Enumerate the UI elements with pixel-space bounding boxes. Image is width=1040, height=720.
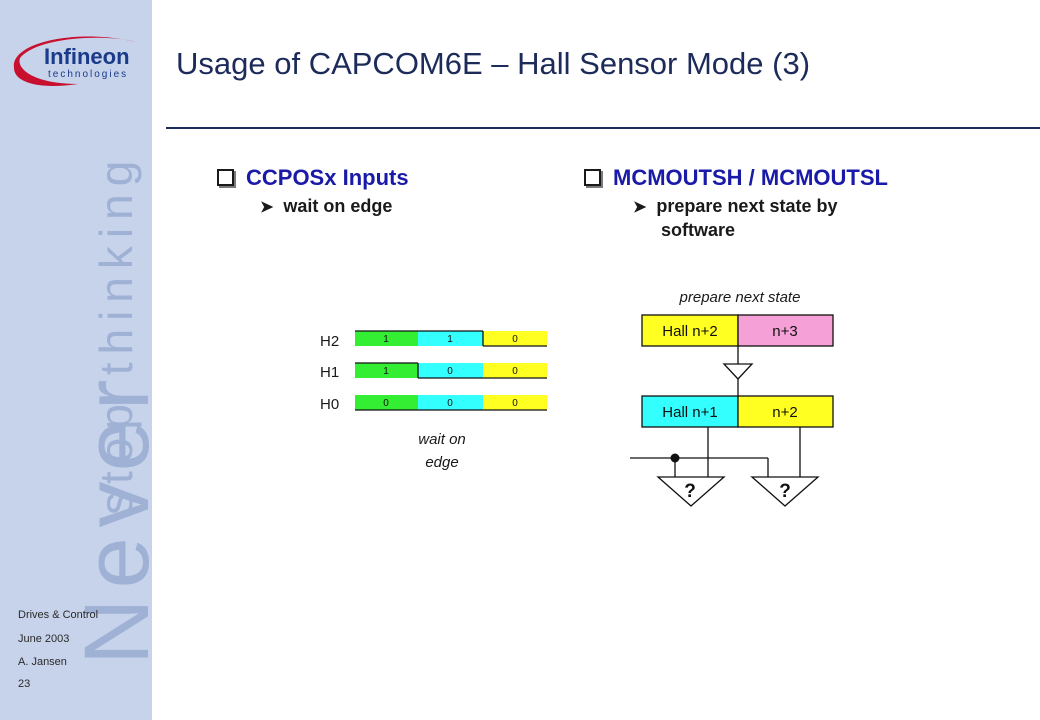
comparator-2-label: ? (779, 481, 791, 502)
bullet-mcmout-text: MCMOUTSH / MCMOUTSL (613, 165, 888, 190)
logo-main-text: Infineon (44, 44, 130, 69)
logo-sub-text: technologies (48, 69, 128, 80)
comparator-1-label: ? (684, 481, 696, 502)
comparator-2-icon (750, 476, 820, 507)
author-label: A. Jansen (18, 656, 67, 668)
sub-prepare-line2: software (661, 220, 736, 240)
h2-value-1: 1 (383, 334, 389, 345)
page-number: 23 (18, 678, 31, 690)
h1-value-1: 1 (383, 366, 389, 377)
h2-value-2: 1 (447, 334, 453, 345)
date-label: June 2003 (18, 633, 70, 645)
state-caption: prepare next state (679, 289, 801, 306)
register-bottom-right-label: n+2 (772, 404, 797, 421)
checkbox-bullet-icon (584, 169, 601, 186)
slogan-watermark: Never stop thinking (66, 153, 152, 665)
h0-segment-3 (483, 395, 547, 410)
title-divider (166, 127, 1040, 129)
register-top-right-label: n+3 (772, 323, 797, 340)
timing-diagram: H2 H1 H0 1 1 0 1 0 0 0 0 0 wait on edge (320, 330, 547, 471)
bullet-ccposx-text: CCPOSx Inputs (246, 165, 409, 190)
state-diagram: prepare next state Hall n+2 n+3 Hall n+1… (630, 289, 834, 507)
infineon-logo: Infineon technologies (13, 36, 136, 87)
h0-segment-2 (418, 395, 483, 410)
timing-caption-line1: wait on (418, 431, 466, 448)
h1-segment-3 (483, 363, 547, 378)
bullet-mcmout: MCMOUTSH / MCMOUTSL (584, 165, 888, 191)
sub-wait-on-edge-text: wait on edge (283, 196, 393, 216)
transfer-buffer-icon (722, 363, 754, 380)
sub-prepare-next-state: ➤ prepare next state by (633, 196, 837, 217)
signal-label-h2: H2 (320, 333, 339, 350)
h1-value-3: 0 (512, 366, 518, 377)
register-bottom-right (737, 395, 834, 428)
signal-label-h1: H1 (320, 364, 339, 381)
arrow-bullet-icon: ➤ (633, 199, 647, 216)
sub-wait-on-edge: ➤ wait on edge (260, 196, 392, 217)
department-label: Drives & Control (18, 609, 99, 621)
h1-segment-2 (418, 363, 483, 378)
slogan-stop-thinking: stop thinking (90, 153, 142, 515)
timing-caption-line2: edge (425, 454, 458, 471)
arrow-bullet-icon: ➤ (260, 199, 274, 216)
h0-segment-1 (355, 395, 418, 410)
sidebar: Never stop thinking Infineon technologie… (0, 0, 152, 720)
h1-value-2: 0 (447, 366, 453, 377)
sub-prepare-line1: prepare next state by (656, 196, 838, 216)
register-top-right (737, 314, 834, 347)
h2-value-3: 0 (512, 334, 518, 345)
h0-value-2: 0 (447, 398, 453, 409)
slogan-never: Never (66, 370, 152, 665)
h0-value-3: 0 (512, 398, 518, 409)
h2-segment-1 (355, 331, 418, 346)
register-top-left (641, 314, 739, 347)
h2-segment-3 (483, 331, 547, 346)
comparator-1-icon (656, 476, 726, 507)
h1-segment-1 (355, 363, 418, 378)
bullet-ccposx: CCPOSx Inputs (217, 165, 409, 191)
h0-value-1: 0 (383, 398, 389, 409)
register-bottom-left (641, 395, 739, 428)
page-title: Usage of CAPCOM6E – Hall Sensor Mode (3) (176, 46, 811, 81)
h2-segment-2 (418, 331, 483, 346)
checkbox-bullet-icon (217, 169, 234, 186)
register-bottom-left-label: Hall n+1 (662, 404, 717, 421)
signal-label-h0: H0 (320, 396, 339, 413)
register-top-left-label: Hall n+2 (662, 323, 717, 340)
